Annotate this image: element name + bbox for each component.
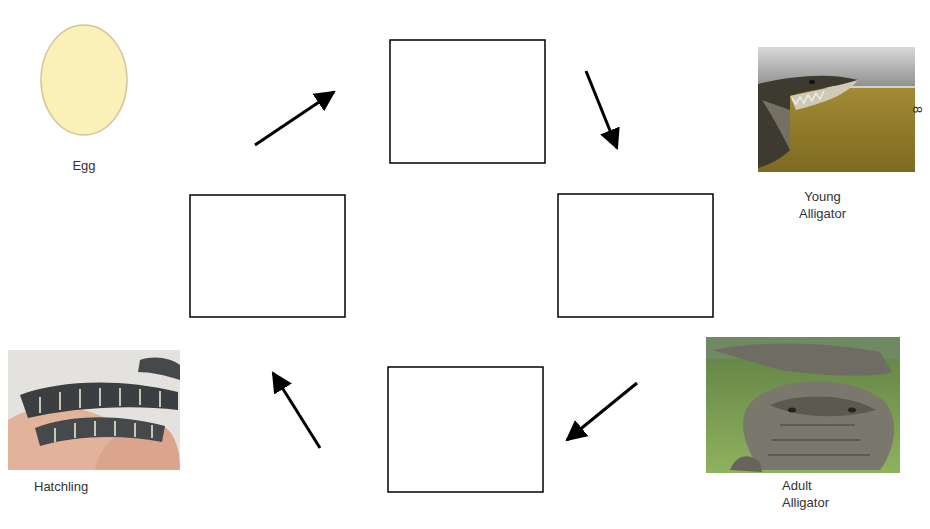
stage-label: Egg <box>54 157 114 174</box>
young-alligator-photo <box>758 47 915 172</box>
cycle-arrow <box>273 373 320 448</box>
stage-label: Adult Alligator <box>782 477 852 511</box>
cycle-arrow <box>567 383 637 440</box>
hatchling-photo <box>8 350 180 470</box>
adult-alligator-photo <box>706 337 900 473</box>
stage-label: Hatchling <box>34 478 124 495</box>
stage-label: Young Alligator <box>785 188 860 222</box>
answer-box <box>390 40 545 163</box>
page-number: 8 <box>909 104 926 116</box>
answer-box <box>388 367 543 492</box>
answer-box <box>558 194 713 317</box>
egg-drawing <box>41 25 127 135</box>
cycle-arrow <box>586 71 617 148</box>
cycle-arrow <box>255 92 334 145</box>
answer-box <box>190 195 345 317</box>
